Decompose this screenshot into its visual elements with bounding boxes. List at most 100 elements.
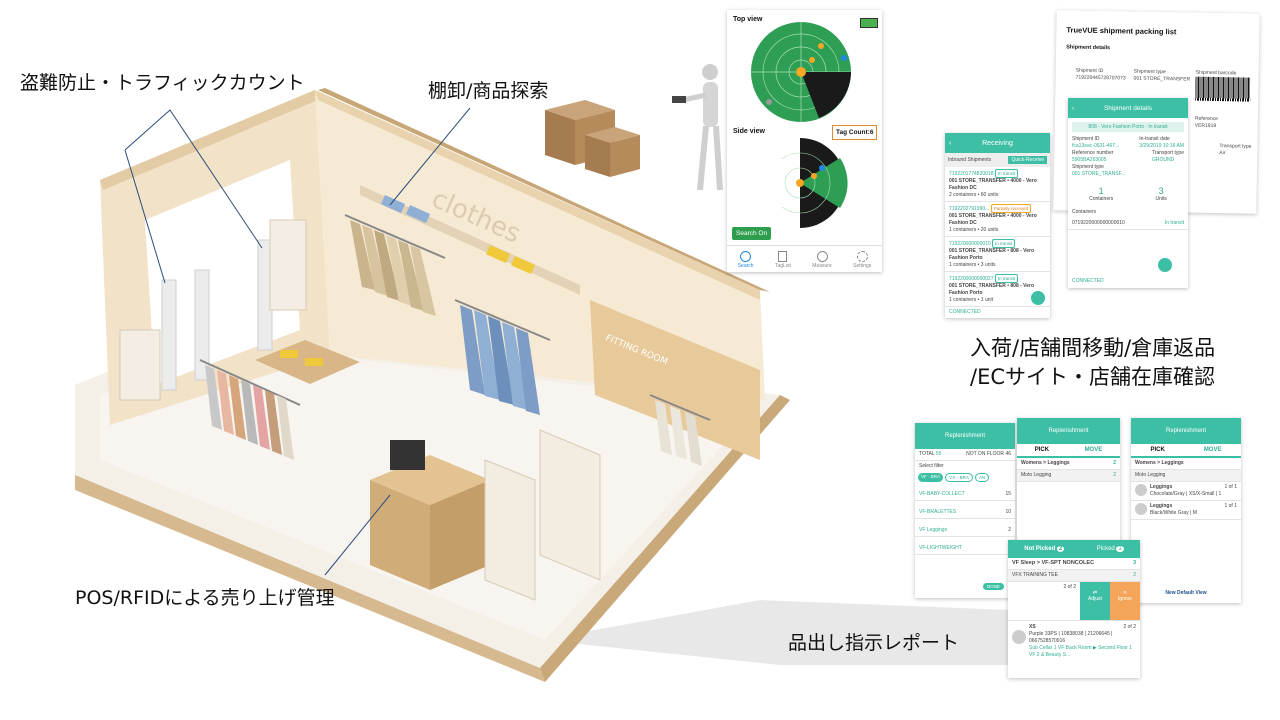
nav-taglist[interactable]: TagList — [775, 251, 791, 269]
pick-detail-screen: Replenishment PICK MOVE Womens > Legging… — [1131, 418, 1241, 603]
shipment-meta: 1 containers • 1 unit — [949, 297, 993, 303]
label: Transport type — [1151, 150, 1184, 156]
nav-measure[interactable]: Measure — [812, 251, 832, 269]
tab-picked[interactable]: Picked 1 — [1096, 546, 1124, 552]
default-view-label: New Default View — [1165, 590, 1207, 596]
shipment-meta: 1 containers • 3 units — [949, 262, 996, 268]
label: Shipment ID — [1072, 136, 1100, 142]
inventory-label: 棚卸/商品探索 — [428, 80, 549, 102]
value: fca13eac-0631-467... — [1072, 143, 1120, 149]
tab-not-picked[interactable]: Not Picked 2 — [1024, 546, 1065, 552]
nav-settings[interactable]: Settings — [853, 251, 871, 269]
container-id: 0719220000000000010 — [1072, 220, 1125, 226]
adjust-button[interactable]: ⇄Adjust — [1080, 582, 1110, 620]
ignore-button[interactable]: ✕Ignore — [1110, 582, 1140, 620]
quick-receive-button[interactable]: Quick-Receive — [1008, 156, 1047, 164]
replenish-label: 品出し指示レポート — [788, 632, 960, 654]
row-count: 2 — [1008, 527, 1011, 533]
not-on-floor-summary: NOT ON FLOOR 46 — [966, 451, 1011, 457]
tab-pick[interactable]: PICK — [1150, 447, 1165, 453]
scan-fab-icon[interactable] — [1031, 291, 1045, 305]
item-position: 2 of 2 — [1063, 584, 1076, 590]
value: 719220445728707073 — [1075, 74, 1126, 82]
avatar — [1135, 484, 1147, 496]
cardboard-boxes — [545, 100, 640, 177]
list-item[interactable]: VF-LIGHTWEIGHT4 — [915, 543, 1015, 555]
receiving-header: ‹ Receiving — [945, 133, 1050, 153]
row-count: 10 — [1005, 509, 1011, 515]
item-position: 2 of 2 — [1123, 624, 1136, 630]
filter-chip[interactable]: VF · BRA — [918, 473, 944, 482]
shipment-details-screen: ‹ Shipment details 808 - Vero Fashion Po… — [1068, 98, 1188, 288]
tab-move[interactable]: MOVE — [1203, 447, 1222, 453]
containers-count: 1 — [1098, 186, 1104, 196]
status-badge: In transit — [994, 274, 1019, 283]
shipment-meta: 2 containers • 60 units — [949, 192, 999, 198]
pos-callout — [324, 494, 391, 576]
sub-name: VFX TRAINING TEE — [1012, 572, 1058, 578]
close-icon: ✕ — [1122, 590, 1128, 596]
floor-shadow — [540, 600, 1010, 665]
value: 001 STORE_TRANSFER — [1133, 75, 1191, 83]
tab-inbound[interactable]: Inbound Shipments — [948, 156, 992, 163]
list-item[interactable]: Moto Legging 2 — [1017, 470, 1120, 482]
inventory-callout — [389, 107, 471, 206]
connection-status: CONNECTED — [1072, 278, 1104, 284]
pos-label: POS/RFIDによる売り上げ管理 — [75, 587, 335, 609]
status-badge: In transit — [994, 169, 1019, 178]
barcode — [1195, 76, 1251, 102]
label: In-transit date — [1139, 136, 1170, 142]
compass-icon — [816, 251, 828, 262]
value: 5905BA263005 — [1072, 157, 1107, 163]
radar-top-view — [751, 22, 851, 122]
filter-chip[interactable]: V.F · BRA — [945, 473, 973, 482]
clothing-rack-blue — [454, 299, 551, 415]
value: 3/29/2019 10:16 AM — [1139, 143, 1184, 149]
shipment-details-header: ‹ Shipment details — [1068, 98, 1188, 118]
status-banner: 808 - Vero Fashion Porto - In transit — [1072, 122, 1184, 132]
done-button[interactable]: DONE — [983, 583, 1005, 590]
scan-fab-icon[interactable] — [1158, 258, 1172, 272]
clothing-rack — [344, 214, 446, 316]
category-name: Womens > Leggings — [1021, 460, 1070, 466]
swipe-row[interactable]: 2 of 2 ⇄Adjust ✕Ignore — [1008, 582, 1140, 621]
avatar — [1012, 630, 1026, 644]
tab-move[interactable]: MOVE — [1084, 447, 1103, 453]
pick-screen: Replenishment PICK MOVE Womens > Legging… — [1017, 418, 1120, 548]
row-name: VF-LIGHTWEIGHT — [919, 545, 962, 551]
tag-count-box: Tag Count:6 — [832, 125, 878, 140]
search-on-button[interactable]: Search On — [732, 227, 772, 240]
row-count: 15 — [1005, 491, 1011, 497]
units-count: 3 — [1158, 186, 1164, 196]
not-picked-screen: Not Picked 2 Picked 1 VF Sleep > VF-SPT … — [1008, 540, 1140, 678]
category-name: Womens > Leggings — [1131, 458, 1241, 470]
back-wall-right — [315, 90, 765, 400]
nav-search[interactable]: Search — [738, 251, 754, 269]
filter-label: Select filter — [919, 463, 944, 469]
value: 001 STORE_TRANSF... — [1072, 171, 1126, 177]
back-arrow-icon[interactable]: ‹ — [1072, 104, 1075, 112]
ec-stock-label: /ECサイト・店舗在庫確認 — [970, 365, 1216, 389]
tab-pick[interactable]: PICK — [1034, 447, 1050, 453]
receiving-screen: ‹ Receiving Inbound Shipments Quick-Rece… — [945, 133, 1050, 318]
receiving-title: Receiving — [982, 139, 1013, 147]
item-count: 2 — [1113, 472, 1116, 478]
item-name: Moto Legging — [1021, 472, 1052, 478]
shipment-details-title: Shipment details — [1103, 104, 1153, 112]
back-arrow-icon[interactable]: ‹ — [949, 139, 952, 147]
shipment-desc: 001 STORE_TRANSFER • 4000 - Vero Fashion… — [949, 213, 1037, 226]
status-badge: In transit — [992, 239, 1016, 248]
label: Containers — [1089, 196, 1114, 202]
filter-chip[interactable]: AN — [974, 473, 990, 482]
